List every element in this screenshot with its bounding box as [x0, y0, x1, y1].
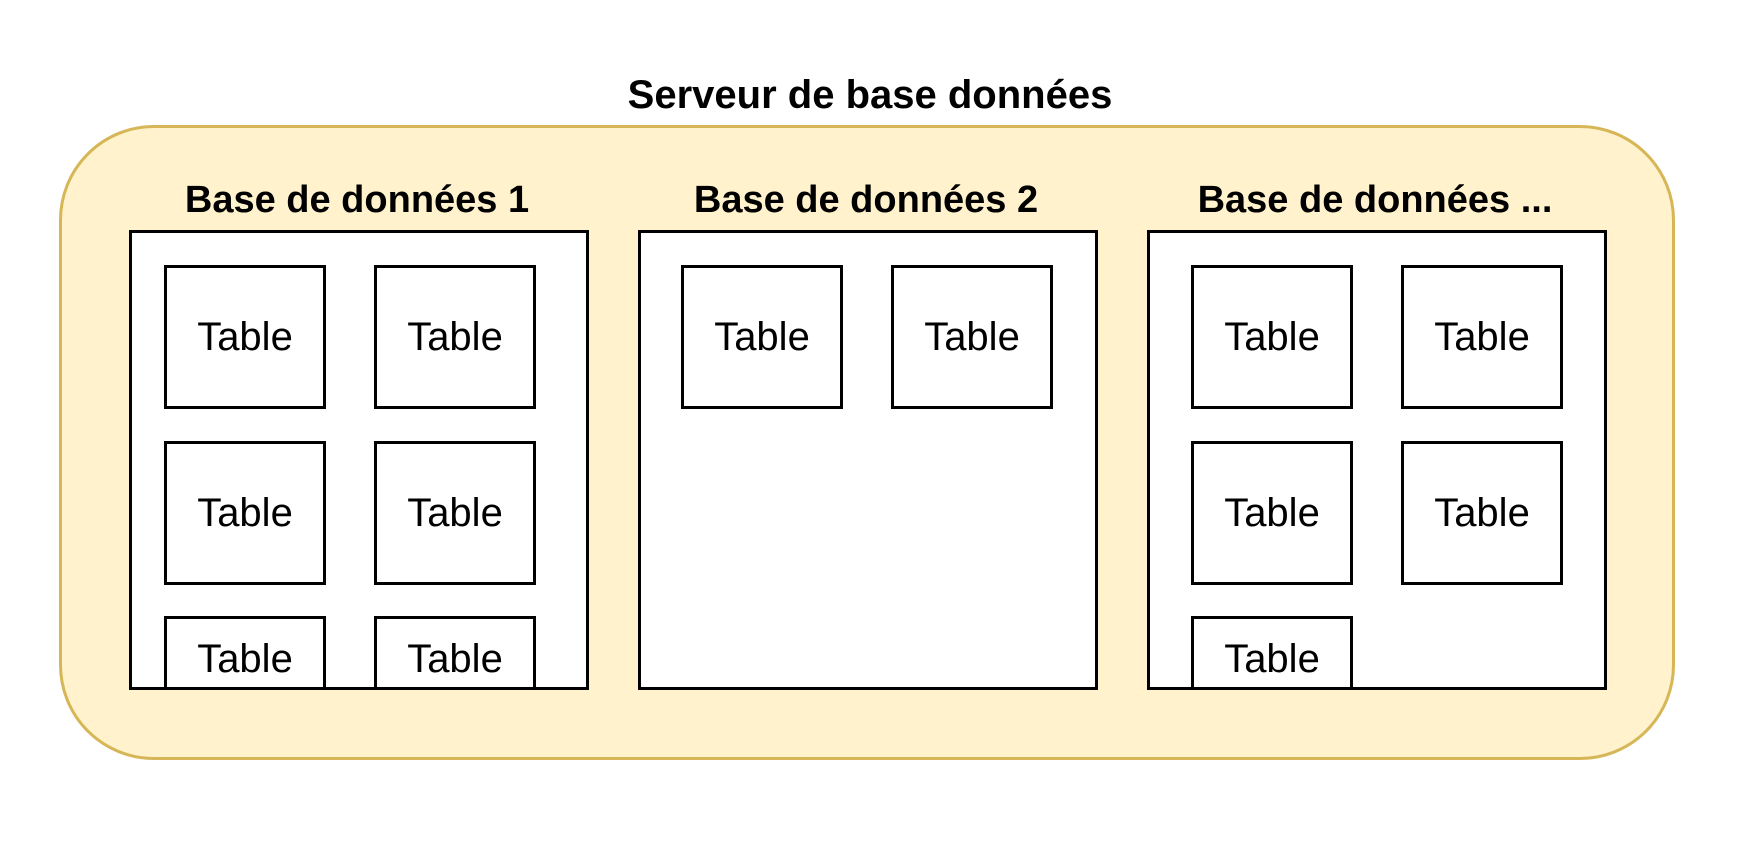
table[interactable]: Table [1191, 441, 1353, 585]
server-title: Serveur de base données [627, 73, 1113, 117]
table[interactable]: Table [681, 265, 843, 409]
table[interactable]: Table [374, 616, 536, 687]
database-1-label: Base de données 1 [184, 179, 530, 221]
table[interactable]: Table [164, 441, 326, 585]
table[interactable]: Table [1191, 265, 1353, 409]
table[interactable]: Table [1191, 616, 1353, 687]
database-2-label: Base de données 2 [693, 179, 1039, 221]
table[interactable]: Table [1401, 265, 1563, 409]
table[interactable]: Table [164, 265, 326, 409]
table[interactable]: Table [374, 265, 536, 409]
table[interactable]: Table [374, 441, 536, 585]
table[interactable]: Table [164, 616, 326, 687]
database-3: Table Table Table Table Table [1147, 230, 1607, 690]
database-3-label: Base de données ... [1197, 179, 1553, 221]
database-1: Table Table Table Table Table Table [129, 230, 589, 690]
table[interactable]: Table [1401, 441, 1563, 585]
table[interactable]: Table [891, 265, 1053, 409]
database-2: Table Table [638, 230, 1098, 690]
